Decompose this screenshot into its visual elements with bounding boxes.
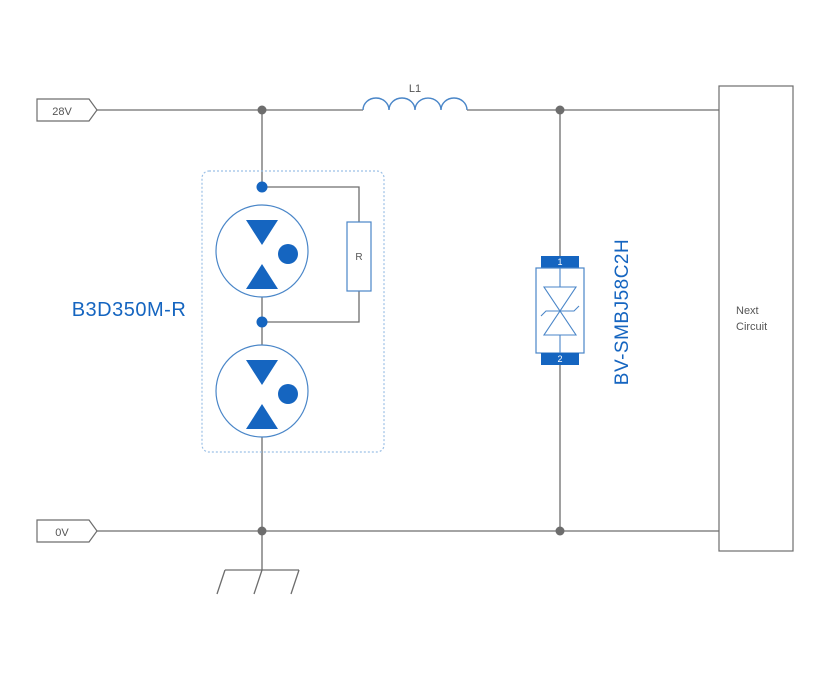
tvs-bidirectional-symbol bbox=[540, 268, 580, 353]
gdt-node-top bbox=[256, 181, 268, 193]
port-0v-label: 0V bbox=[55, 527, 69, 539]
earth-ground-symbol bbox=[216, 569, 300, 595]
tvs-part-label: BV-SMBJ58C2H bbox=[612, 239, 633, 385]
port-28v-label: 28V bbox=[52, 106, 72, 118]
junction-top-tvs bbox=[555, 105, 565, 115]
gdt-upper-electrode-top bbox=[246, 220, 278, 245]
inductor-l1: L1 bbox=[362, 83, 468, 111]
gdt-lower-gas-dot bbox=[278, 384, 298, 404]
port-0v: 0V bbox=[36, 519, 98, 543]
next-circuit-label-line2: Circuit bbox=[736, 321, 767, 333]
inductor-label: L1 bbox=[409, 83, 421, 95]
resistor-label: R bbox=[355, 252, 362, 263]
port-0v-shape bbox=[36, 519, 98, 543]
ground-leg-left bbox=[216, 569, 226, 595]
gdt-lower-electrode-top bbox=[246, 360, 278, 385]
port-28v-shape bbox=[36, 98, 98, 122]
resistor-body bbox=[346, 221, 372, 292]
inductor-coil bbox=[362, 97, 468, 111]
next-circuit-block: Next Circuit bbox=[718, 85, 794, 552]
tvs-diode: 1 2 bbox=[535, 256, 585, 365]
wires bbox=[97, 109, 719, 570]
junctions bbox=[257, 105, 565, 536]
junction-top-gdt bbox=[257, 105, 267, 115]
gdt-dashed-box bbox=[201, 170, 385, 453]
gdt-upper-envelope bbox=[215, 204, 309, 298]
next-circuit-box bbox=[718, 85, 794, 552]
gdt-part-label: B3D350M-R bbox=[72, 299, 187, 321]
gdt-lower-envelope bbox=[215, 344, 309, 438]
tvs-pin1-cap bbox=[541, 256, 579, 268]
wire-resistor-bottom bbox=[262, 291, 360, 323]
tvs-pin1-label: 1 bbox=[557, 257, 562, 267]
gas-discharge-tube-lower bbox=[215, 344, 309, 438]
gdt-node-middle bbox=[256, 316, 268, 328]
tvs-symbol-bar bbox=[540, 305, 580, 317]
tvs-pin2-label: 2 bbox=[557, 354, 562, 364]
junction-bottom-tvs bbox=[555, 526, 565, 536]
gdt-upper-gas-dot bbox=[278, 244, 298, 264]
tvs-symbol-triangle-top bbox=[542, 286, 578, 312]
port-28v: 28V bbox=[36, 98, 98, 122]
wire-resistor-top bbox=[262, 186, 360, 222]
ground-leg-middle bbox=[253, 569, 263, 595]
gas-discharge-tube-upper bbox=[215, 204, 309, 298]
junction-bottom-gdt bbox=[257, 526, 267, 536]
gdt-upper-electrode-bottom bbox=[246, 264, 278, 289]
resistor-r: R bbox=[346, 221, 372, 292]
tvs-pin2-cap bbox=[541, 353, 579, 365]
gdt-lower-electrode-bottom bbox=[246, 404, 278, 429]
ground-leg-right bbox=[290, 569, 300, 595]
next-circuit-label-line1: Next bbox=[736, 305, 759, 317]
